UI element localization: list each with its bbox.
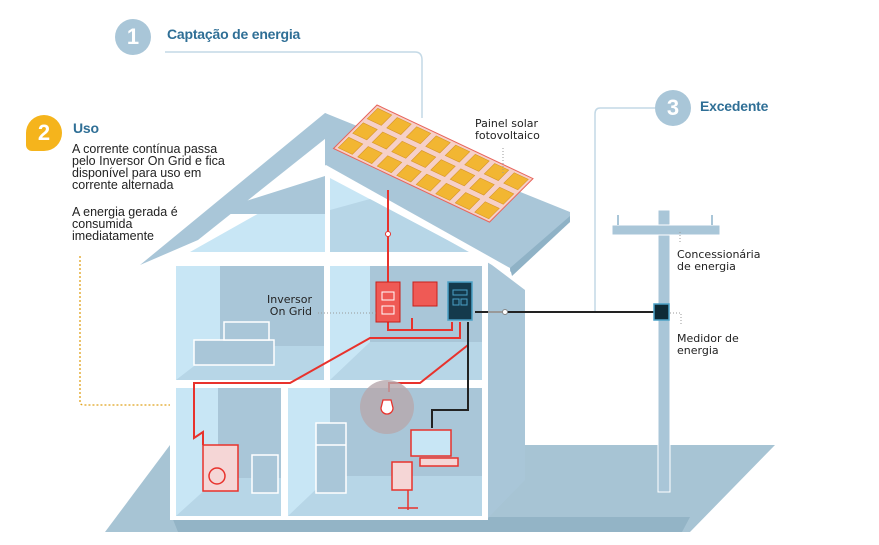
step-3-title: Excedente (700, 98, 769, 114)
utility-pole (657, 209, 671, 493)
wire-house-main (193, 318, 461, 445)
label-meter: Medidor de energia (677, 333, 739, 357)
step-2-title: Uso (73, 120, 99, 136)
wire-joint (385, 231, 391, 237)
callout-line-step3 (594, 107, 655, 312)
callout-line-step2 (79, 256, 194, 406)
solar-panel-array (332, 104, 534, 223)
solar-cell (469, 177, 495, 196)
solar-cell (396, 164, 422, 183)
room-upper-right-floor (330, 342, 482, 380)
wire-to-computer (431, 322, 469, 428)
sink (251, 454, 279, 494)
step-2-description-1: A corrente contínua passa pelo Inversor … (72, 142, 225, 192)
fridge (315, 422, 347, 494)
label-line: Concessionária (677, 248, 761, 261)
solar-cell (483, 163, 510, 181)
solar-cell (376, 155, 403, 174)
label-line: fotovoltaico (475, 129, 540, 142)
label-line: Medidor de (677, 332, 739, 345)
energy-meter (653, 303, 670, 321)
solar-cell (357, 146, 383, 164)
solar-cell (366, 107, 393, 126)
solar-cell (410, 150, 437, 168)
desc-line: pelo Inversor On Grid e fica (72, 154, 225, 168)
roof-left (140, 113, 345, 265)
washing-machine (202, 444, 239, 492)
solar-cell (435, 182, 461, 201)
step-3-badge: 3 (655, 90, 691, 126)
wire-joint-grey (502, 309, 508, 315)
desc-line: A corrente contínua passa (72, 142, 218, 156)
label-line: Painel solar (475, 117, 539, 130)
computer-desk (391, 429, 459, 510)
label-utility: Concessionária de energia (677, 249, 760, 273)
solar-cell (430, 159, 456, 178)
solar-cell (391, 140, 417, 159)
desc-line: disponível para uso em (72, 166, 202, 180)
attic-right-wall (330, 199, 470, 252)
solar-cell (488, 186, 515, 205)
desc-line: A energia gerada é (72, 205, 178, 219)
energy-box (447, 281, 473, 321)
solar-cell (337, 136, 364, 155)
lamp-icon (380, 399, 394, 415)
solar-cell (449, 168, 476, 187)
solar-cell (444, 144, 471, 163)
desc-line: imediatamente (72, 229, 154, 243)
step-1-title: Captação de energia (167, 26, 301, 42)
label-inverter: Inversor On Grid (250, 294, 312, 318)
solar-cell (454, 192, 481, 210)
label-line: On Grid (269, 305, 312, 318)
label-solar-panel: Painel solar fotovoltaico (475, 118, 540, 142)
solar-cell (425, 135, 451, 154)
roof-right-end (510, 216, 570, 276)
sofa (193, 321, 275, 366)
step-2-description-2: A energia gerada é consumida imediatamen… (72, 205, 178, 243)
solar-cell (352, 122, 378, 141)
roof-right-edge (326, 165, 510, 275)
label-line: Inversor (267, 293, 312, 306)
step-2-badge: 2 (26, 115, 62, 151)
label-line: de energia (677, 260, 736, 273)
callout-line-step1 (165, 51, 423, 118)
solar-cell (415, 173, 442, 192)
pointer-meter (670, 312, 682, 326)
step-1-badge: 1 (115, 19, 151, 55)
ground-shadow (172, 517, 690, 532)
label-line: energia (677, 344, 719, 357)
electrical-panel (412, 281, 438, 307)
inverter-on-grid (375, 281, 401, 323)
solar-cell (405, 126, 432, 145)
solar-cell (464, 153, 490, 172)
solar-cell (503, 172, 529, 191)
desc-line: consumida (72, 217, 133, 231)
utility-pole-crossarm (611, 224, 721, 236)
desc-line: corrente alternada (72, 178, 174, 192)
house-side-wall (488, 262, 525, 518)
solar-cell (371, 131, 398, 150)
solar-cell (474, 201, 500, 220)
solar-cell (386, 117, 412, 135)
